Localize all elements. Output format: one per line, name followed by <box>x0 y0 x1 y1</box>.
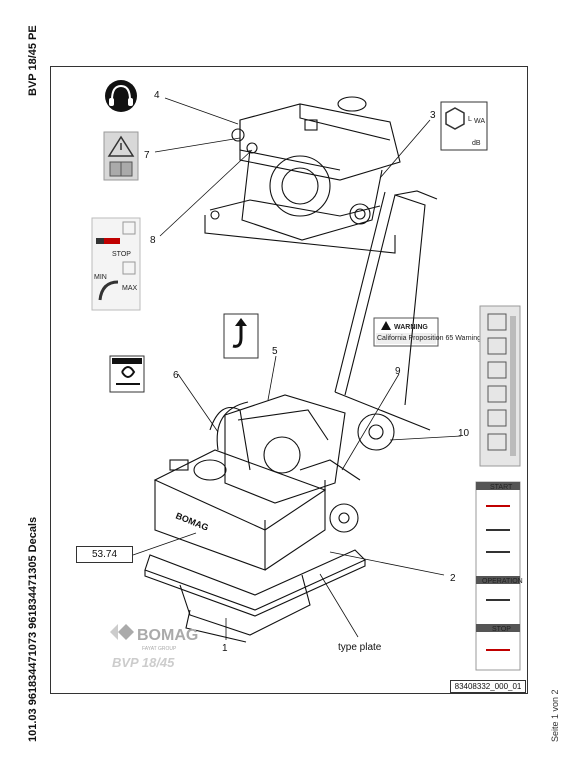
bomag-logo: BOMAG FAYAT GROUP BVP 18/45 <box>110 624 198 670</box>
sound-symbol: L <box>468 116 472 123</box>
operation-header: OPERATION <box>482 578 523 585</box>
callout-4: 4 <box>154 90 160 101</box>
callout-6: 6 <box>173 370 179 381</box>
sound-power-decal: L WA dB <box>440 101 488 151</box>
type-plate-label: type plate <box>338 642 382 653</box>
stop-label: STOP <box>112 251 131 258</box>
sound-unit: dB <box>472 140 481 147</box>
ear-protection-icon <box>105 80 137 112</box>
callout-9: 9 <box>395 366 401 377</box>
start-operation-stop-panel: START OPERATION STOP <box>475 481 523 671</box>
callout-leaders <box>132 97 462 640</box>
lashing-point-decal <box>109 355 145 393</box>
read-manual-warning-icon <box>103 131 139 181</box>
logo-brand-sub: FAYAT GROUP <box>142 646 177 652</box>
stop-header: STOP <box>492 626 511 633</box>
hood-brand: BOMAG <box>174 511 210 533</box>
logo-brand: BOMAG <box>137 627 198 644</box>
lifting-point-decal <box>223 313 259 359</box>
fuel-lever-decal: STOP MIN MAX <box>91 217 141 311</box>
operation-decal-strip <box>479 305 521 467</box>
callout-10: 10 <box>458 428 470 439</box>
drawing-frame <box>50 66 528 694</box>
warning-title: WARNING <box>394 324 428 331</box>
prop65-warning-decal: WARNING California Proposition 65 Warnin… <box>373 317 481 347</box>
start-header: START <box>490 484 513 491</box>
callout-numbers: 4 7 8 3 5 6 9 10 2 1 type plate <box>144 90 470 654</box>
plate-compactor-drawing: BOMAG <box>144 190 438 643</box>
max-label: MAX <box>122 285 138 292</box>
callout-1: 1 <box>222 643 228 654</box>
callout-3: 3 <box>430 110 436 121</box>
engine-drawing <box>204 96 401 254</box>
callout-7: 7 <box>144 150 150 161</box>
callout-8: 8 <box>150 235 156 246</box>
model-script-decal: BVP 18/45 <box>112 655 175 670</box>
sound-subscript: WA <box>474 118 485 125</box>
callout-2: 2 <box>450 573 456 584</box>
min-label: MIN <box>94 274 107 281</box>
drawing-reference-number: 83408332_000_01 <box>450 680 526 693</box>
callout-5: 5 <box>272 346 278 357</box>
warning-subtext: California Proposition 65 Warning <box>377 335 481 342</box>
value-box: 53.74 <box>76 546 133 563</box>
